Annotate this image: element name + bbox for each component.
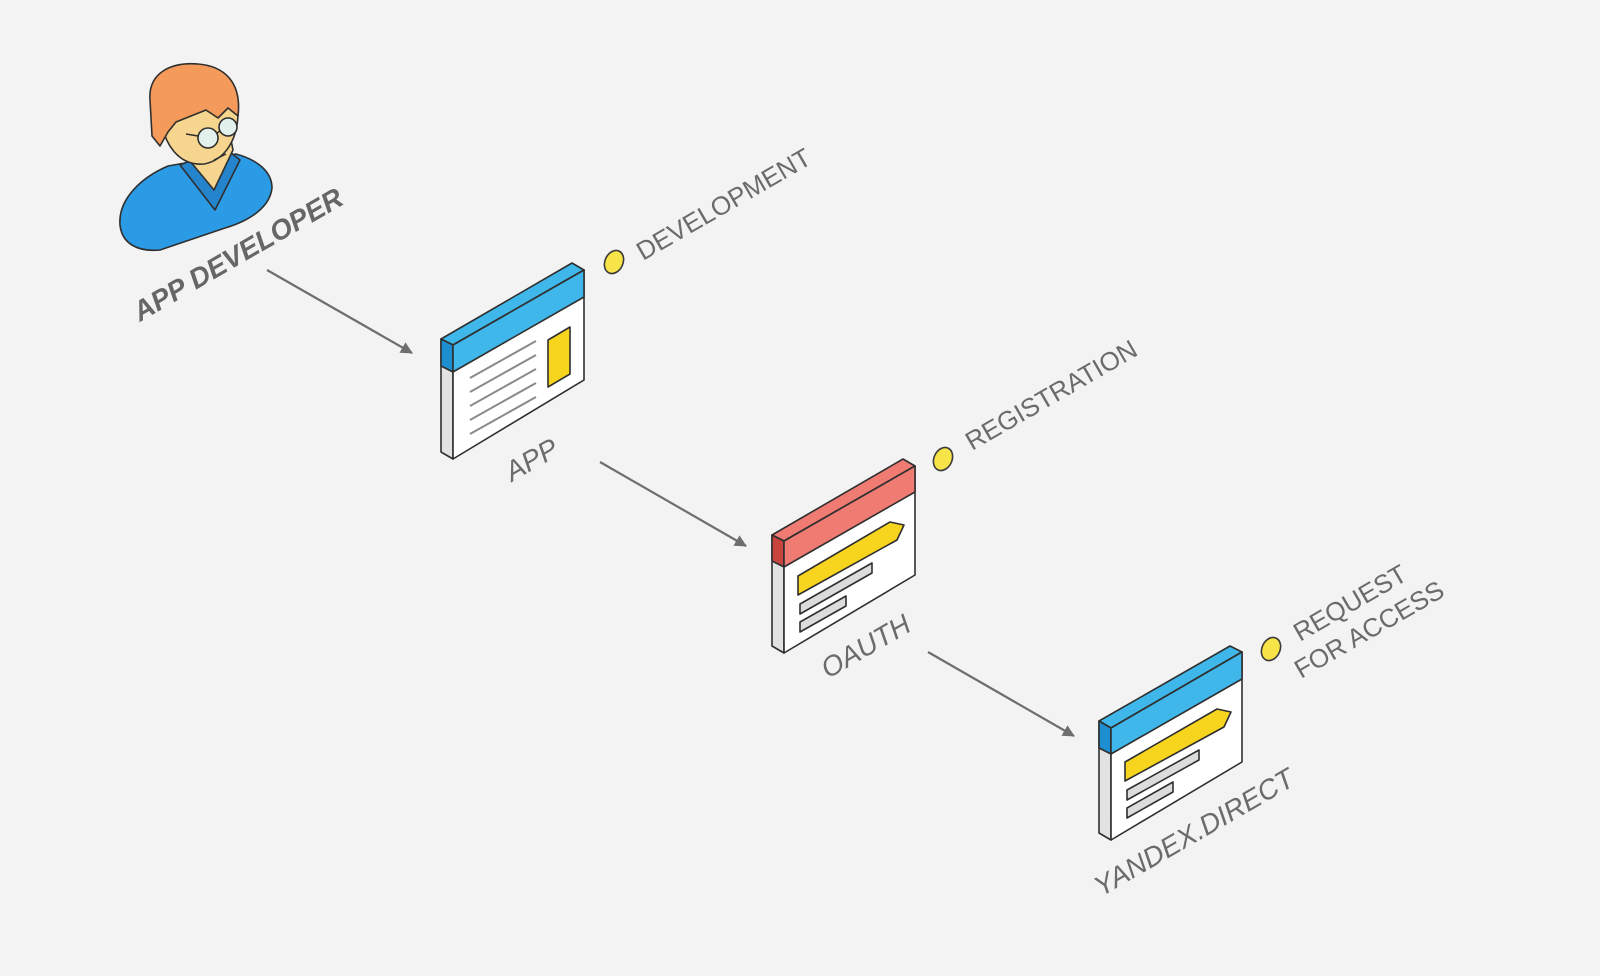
step-label-registration: REGISTRATION	[960, 334, 1142, 457]
app-window-icon	[440, 262, 585, 460]
step-dot-registration	[932, 446, 954, 472]
developer-avatar-icon	[119, 62, 273, 252]
edge-developer-to-app	[266, 269, 413, 354]
step-dot-request	[1260, 636, 1282, 662]
step-dot-development	[603, 249, 625, 275]
edge-app-to-oauth	[599, 461, 747, 547]
step-label-development: DEVELOPMENT	[631, 142, 816, 266]
edge-oauth-to-direct	[927, 651, 1075, 737]
node-label-app: APP	[498, 432, 564, 488]
yandex-direct-window-icon	[1098, 645, 1243, 841]
oauth-window-icon	[771, 458, 916, 654]
